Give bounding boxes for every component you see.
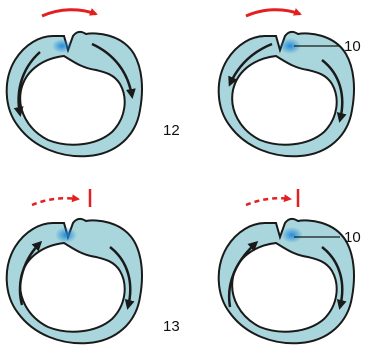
red-dashed-arrow-with-stop-bar-icon	[32, 189, 90, 207]
red-solid-arrow-icon	[246, 10, 300, 16]
pair-label-13: 13	[163, 318, 180, 335]
panel-13-right: 10	[219, 189, 361, 343]
red-solid-arrow-icon	[42, 10, 96, 16]
highlight-spot	[55, 227, 77, 243]
highlight-spot	[281, 227, 303, 243]
panel-13-left	[7, 189, 142, 343]
panel-12-left	[7, 10, 142, 157]
highlight-spot	[52, 39, 72, 53]
pair-label-12: 12	[163, 122, 180, 139]
red-dashed-arrow-with-stop-bar-icon	[246, 189, 298, 207]
panel-12-right: 10	[219, 10, 361, 157]
callout-label-bottom: 10	[344, 229, 361, 246]
callout-label-top: 10	[344, 38, 361, 55]
